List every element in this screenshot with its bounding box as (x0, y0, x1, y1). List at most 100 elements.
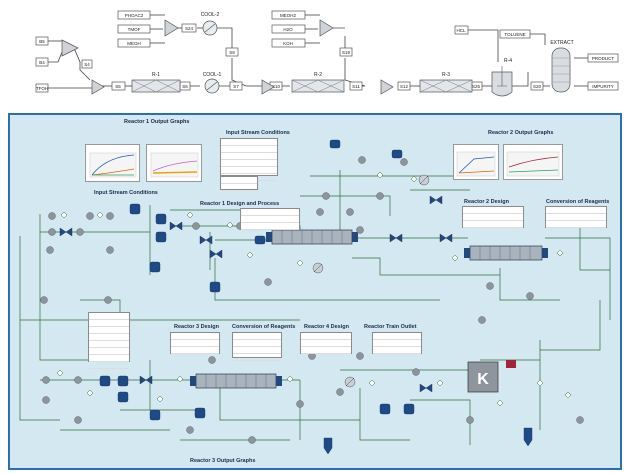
cstr-r4-icon[interactable] (491, 66, 513, 97)
reactor-2-graphs-title: Reactor 2 Output Graphs (488, 130, 554, 136)
input-conditions-table (220, 138, 278, 181)
reactor-3-design-table (170, 332, 220, 354)
reactor-r3-icon[interactable] (419, 79, 473, 93)
drum-icon (149, 261, 161, 273)
stream-label: S20 (533, 84, 542, 89)
reactor-3-exchanger-icon[interactable] (190, 373, 282, 389)
stream-label: S6 (182, 84, 188, 89)
block-label: R-2 (314, 72, 322, 78)
block-label: COOL-1 (203, 72, 222, 78)
product-drum-icon (523, 427, 533, 447)
stream-label: S12 (400, 84, 409, 89)
reactor-r2-icon[interactable] (291, 79, 345, 93)
conversion-mid-title: Conversion of Reagents (232, 324, 296, 330)
reactor-1-design-table (240, 208, 300, 230)
drum-icon (155, 213, 167, 225)
reactor-2-graph-b (503, 144, 563, 180)
product-drum-icon (323, 437, 333, 455)
extractor-column-icon[interactable] (551, 47, 571, 93)
stream-label: KOH (283, 41, 293, 46)
valve-icon[interactable] (439, 233, 453, 243)
stream-label: S19 (342, 50, 351, 55)
reactor-r1-icon[interactable] (131, 79, 181, 93)
mixer-icon[interactable] (319, 19, 334, 37)
stream-label: S11 (352, 84, 360, 89)
stream-label: S5 (115, 84, 121, 89)
drum-icon (149, 409, 161, 421)
reactor-1-design-title: Reactor 1 Design and Process (200, 201, 280, 207)
stream-label: H2O (283, 27, 293, 32)
reactor-train-outlet-title: Reactor Train Outlet (364, 324, 417, 330)
block-label: R-1 (152, 72, 160, 78)
conversion-top-table (545, 206, 607, 228)
stream-label: TMOF (128, 27, 141, 32)
valve-icon[interactable] (169, 221, 183, 231)
block-label: R-4 (504, 58, 512, 64)
valve-icon[interactable] (419, 383, 433, 393)
stream-label: IMPURITY (592, 84, 614, 89)
drum-icon (194, 407, 206, 419)
stream-label: S9 (229, 50, 235, 55)
stream-label: HCL (456, 28, 465, 33)
reactor-2-design-title: Reactor 2 Design (464, 199, 509, 205)
stream-label: S10 (272, 84, 281, 89)
stream-label: S24 (185, 26, 194, 31)
valve-icon[interactable] (139, 375, 153, 385)
stream-label: PHOAC2 (125, 13, 144, 18)
drum-icon (391, 149, 403, 159)
svg-text:K: K (477, 371, 489, 388)
mixer-icon[interactable] (380, 79, 394, 95)
drum-icon (379, 403, 391, 415)
reactor-4-block-icon[interactable]: K (467, 360, 516, 393)
stream-label: MEOH (127, 41, 141, 46)
conversion-mid-table (232, 332, 282, 361)
drum-icon (117, 391, 129, 403)
valve-icon[interactable] (199, 235, 213, 245)
stream-label: B4 (39, 60, 45, 65)
input-conditions-top-title: Input Stream Conditions (226, 130, 290, 136)
stream-label: S4 (84, 62, 90, 67)
mixer-icon[interactable] (261, 79, 275, 95)
drum-icon (254, 235, 266, 245)
block-label: COOL-2 (201, 12, 220, 18)
stream-label: S26 (472, 84, 481, 89)
reactor-4-design-table (300, 332, 352, 354)
drum-icon (329, 139, 341, 149)
drum-icon (129, 203, 141, 215)
valve-icon[interactable] (429, 195, 443, 205)
top-flowsheet: B5 B4 TFOH S4 S5 S6 S7 S10 PHOAC2 TMOF M… (35, 10, 619, 97)
stream-label: B5 (39, 39, 45, 44)
drum-icon (403, 403, 415, 415)
stream-label: TOLUENE (504, 32, 525, 37)
conversion-top-title: Conversion of Reagents (546, 199, 610, 205)
stream-label: S7 (233, 84, 239, 89)
drum-icon (99, 375, 111, 387)
mixer-icon[interactable] (164, 19, 179, 37)
input-conditions-left-table (88, 312, 130, 369)
reactor-3-graphs-title: Reactor 3 Output Graphs (190, 458, 256, 464)
reactor-1-exchanger-icon[interactable] (266, 229, 358, 245)
drum-icon (117, 375, 129, 387)
input-conditions-left-title: Input Stream Conditions (94, 190, 158, 196)
reactor-1-graphs-title: Reactor 1 Output Graphs (124, 119, 190, 125)
valve-icon[interactable] (209, 249, 223, 259)
stream-label: MEOH2 (280, 13, 297, 18)
reactor-2-exchanger-icon[interactable] (464, 245, 548, 261)
reactor-1-graph-b (146, 144, 202, 182)
input-conditions-table-small (220, 176, 258, 191)
drum-icon (155, 231, 167, 243)
block-label: EXTRACT (550, 40, 573, 46)
stream-label: PRODUCT (592, 56, 615, 61)
reactor-train-outlet-table (372, 332, 422, 354)
reactor-3-design-title: Reactor 3 Design (174, 324, 219, 330)
block-label: R-3 (442, 72, 450, 78)
valve-icon[interactable] (59, 227, 73, 237)
reactor-2-graph-a (453, 144, 499, 180)
reactor-1-graph-a (85, 144, 140, 182)
mixer-icon[interactable] (91, 79, 105, 95)
mixer-icon[interactable] (61, 39, 79, 57)
drum-icon (209, 281, 221, 293)
valve-icon[interactable] (389, 233, 403, 243)
reactor-4-design-title: Reactor 4 Design (304, 324, 349, 330)
